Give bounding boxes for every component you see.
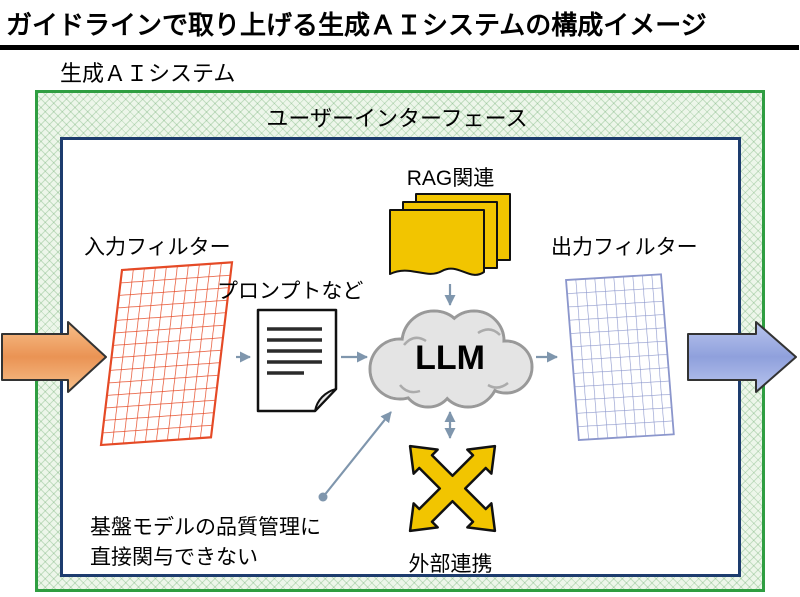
llm-label: LLM [415,339,485,377]
input-filter-grid-icon [99,261,234,447]
prompt-label: プロンプトなど [217,280,364,303]
page-title: ガイドラインで取り上げる生成ＡＩシステムの構成イメージ [6,10,707,40]
foundation-model-note: 基盤モデルの品質管理に 直接関与できない [90,513,321,573]
output-flow-arrow [687,321,797,393]
ui-box-label: ユーザーインターフェース [266,106,528,131]
title-underline [0,45,799,50]
external-cooperation-label: 外部連携 [408,553,493,576]
system-box-label: 生成ＡＩシステム [60,61,236,86]
note-line-1: 基盤モデルの品質管理に [90,516,321,539]
prompt-document-icon [256,308,338,413]
llm-cloud-icon [368,309,534,409]
connector-note-to-llm [322,411,392,498]
output-filter-label: 出力フィルター [551,236,698,259]
note-line-2: 直接関与できない [90,546,258,569]
rag-documents-icon [389,193,511,276]
connector-note-endpoint-dot [318,492,328,502]
rag-label: RAG関連 [406,167,495,190]
external-cooperation-icon [408,444,497,533]
input-flow-arrow [1,321,107,393]
input-filter-label: 入力フィルター [84,236,231,259]
output-filter-grid-icon [565,273,675,441]
